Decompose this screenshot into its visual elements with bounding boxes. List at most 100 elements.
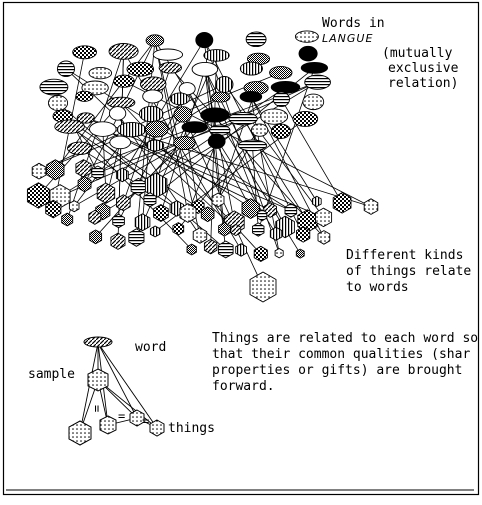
thing-hexagon <box>68 200 80 213</box>
word-ellipse <box>169 92 190 106</box>
legend-equals-mark: = <box>118 409 125 423</box>
word-ellipse <box>145 120 169 138</box>
word-ellipse <box>237 139 268 152</box>
legend-thing-hexagon <box>149 419 165 437</box>
thing-hexagon <box>241 198 260 220</box>
word-ellipse <box>106 96 136 109</box>
thing-hexagon <box>88 209 102 225</box>
word-ellipse <box>260 108 289 125</box>
connection-line <box>74 142 185 207</box>
legend-things-label: things <box>168 421 215 436</box>
thing-hexagon <box>77 176 92 193</box>
word-ellipse <box>215 76 234 93</box>
words-title-line1: Words in <box>322 16 385 31</box>
connection-line <box>62 115 208 215</box>
thing-hexagon <box>211 192 225 208</box>
legend-sample-label: sample <box>28 367 75 382</box>
thing-hexagon <box>252 222 265 237</box>
word-ellipses <box>39 30 331 155</box>
words-title-line2: LANGUE <box>322 32 374 45</box>
thing-hexagon <box>134 213 151 232</box>
word-ellipse <box>152 48 184 61</box>
word-ellipse <box>270 81 301 94</box>
word-ellipse <box>75 90 94 102</box>
legend-thing-hexagon <box>99 415 117 435</box>
thing-hexagon <box>218 221 231 237</box>
different-line1: Different kinds <box>346 248 464 263</box>
word-ellipse <box>181 121 208 134</box>
connection-line <box>62 115 192 250</box>
word-ellipse <box>108 106 127 121</box>
connection-line <box>102 129 107 194</box>
word-ellipse <box>195 32 214 49</box>
thing-hexagon <box>284 203 298 218</box>
thing-hexagon <box>203 238 218 255</box>
mutually-line1: (mutually <box>382 46 453 61</box>
word-ellipse <box>200 107 230 123</box>
connection-line <box>170 67 325 238</box>
word-ellipse <box>39 78 69 96</box>
thing-hexagon <box>235 243 247 257</box>
thing-hexagon <box>75 159 92 178</box>
thing-hexagon <box>256 209 268 222</box>
word-ellipse <box>209 124 231 136</box>
thing-hexagon <box>269 226 283 241</box>
word-ellipse <box>173 136 196 150</box>
word-ellipse <box>109 135 132 150</box>
mutually-line2: exclusive <box>388 61 459 76</box>
thing-hexagon <box>332 192 352 214</box>
thing-hexagon <box>192 227 208 244</box>
figure-border <box>2 1 480 496</box>
thing-hexagon <box>363 198 379 215</box>
thing-hexagon <box>274 247 284 259</box>
thing-hexagon <box>115 167 129 183</box>
word-ellipse <box>239 61 263 76</box>
thing-hexagon <box>230 223 242 237</box>
thing-hexagon <box>295 248 305 259</box>
thing-hexagon <box>110 232 126 250</box>
thing-hexagon <box>143 192 157 208</box>
things-related-line2: that their common qualities (shar <box>212 347 471 362</box>
word-ellipse <box>138 105 164 123</box>
connection-line <box>257 67 315 230</box>
word-ellipse <box>173 106 193 123</box>
word-ellipse <box>298 45 318 62</box>
legend-equals-mark: = <box>90 405 104 412</box>
connection-line <box>224 84 324 218</box>
thing-hexagon <box>249 271 277 303</box>
word-ellipse <box>47 95 69 111</box>
word-ellipse <box>126 61 155 77</box>
word-ellipse <box>146 139 165 152</box>
thing-hexagon <box>149 225 161 238</box>
thing-hexagon <box>200 206 215 223</box>
legend-thing-hexagon <box>68 420 92 446</box>
legend-thing-hexagon <box>129 409 145 427</box>
word-ellipse <box>56 60 76 78</box>
thing-hexagon <box>46 159 65 181</box>
word-ellipse <box>116 121 147 138</box>
thing-hexagon <box>130 177 147 196</box>
word-ellipse <box>239 90 263 103</box>
thing-hexagon <box>315 207 333 228</box>
connection-line <box>69 126 157 186</box>
thing-hexagon <box>45 199 62 219</box>
thing-hexagon <box>116 194 131 212</box>
word-ellipse <box>228 112 258 126</box>
thing-hexagons <box>26 159 379 303</box>
word-ellipse <box>250 123 269 137</box>
things-related-line3: properties or gifts) are brought <box>212 363 463 378</box>
word-ellipse <box>158 62 182 74</box>
connection-line <box>136 40 156 238</box>
different-line2: of things relate <box>346 264 472 279</box>
connection-line <box>203 39 304 235</box>
word-ellipse <box>54 119 85 134</box>
word-ellipse <box>272 91 290 108</box>
connection-line <box>121 39 205 176</box>
thing-hexagon <box>31 162 47 180</box>
legend-diagram: = = = <box>68 336 165 446</box>
legend-equals-mark: = <box>142 414 149 428</box>
word-ellipse <box>72 45 97 60</box>
connection-line <box>242 118 308 222</box>
word-ellipse <box>300 62 329 74</box>
